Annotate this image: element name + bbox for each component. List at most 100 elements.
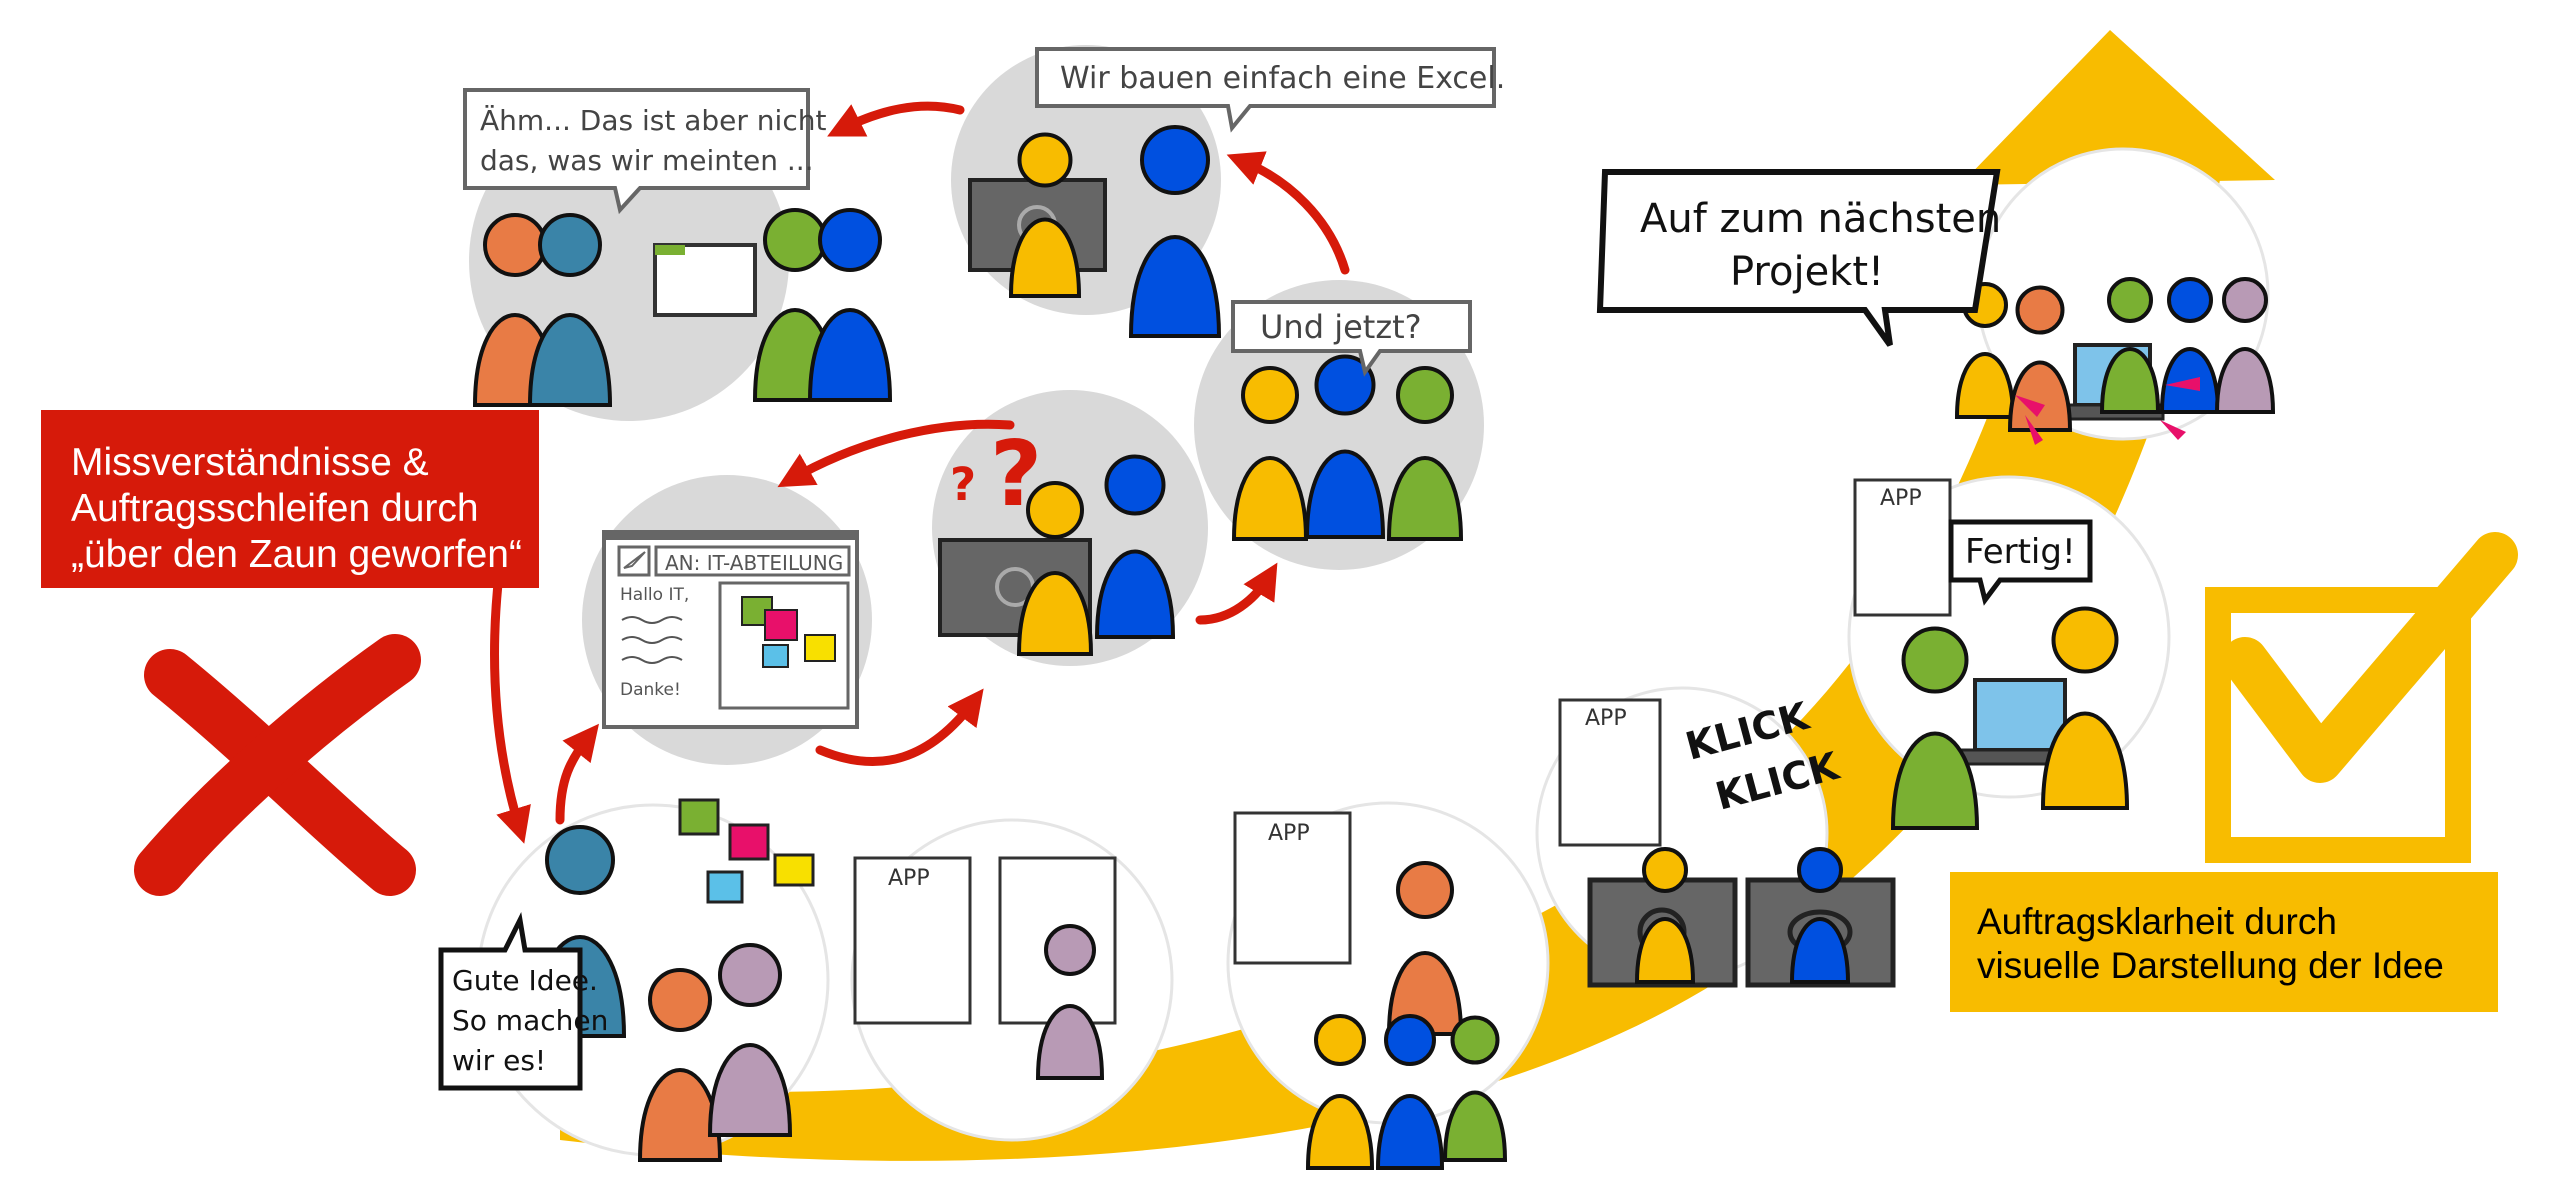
person-body	[527, 313, 613, 407]
person-head	[1140, 125, 1210, 195]
person-body	[1035, 1004, 1105, 1080]
person-figure	[707, 943, 793, 1137]
person-head	[483, 213, 547, 277]
person-body	[2040, 711, 2130, 810]
arrow-icon	[555, 723, 599, 825]
person-body	[1231, 456, 1309, 541]
person-figure	[2099, 277, 2161, 414]
person-body	[2007, 360, 2073, 432]
person-head	[1396, 366, 1454, 424]
email-window: AN: IT-ABTEILUNG Hallo IT, Danke!	[602, 530, 859, 729]
person-head	[818, 208, 882, 272]
person-figure	[1634, 847, 1696, 984]
person-body	[1008, 217, 1082, 298]
problem-caption-line: Auftragsschleifen durch	[71, 487, 479, 530]
person-figure	[807, 208, 893, 402]
celebration-marks	[2015, 377, 2200, 445]
person-body	[1128, 235, 1222, 338]
person-head	[1104, 454, 1166, 516]
person-figure	[1128, 125, 1222, 338]
person-head	[1314, 1014, 1366, 1066]
person-head	[2167, 277, 2213, 323]
person-figure	[1386, 366, 1464, 541]
bubble-next-project-line: Projekt!	[1730, 249, 1884, 295]
person-head	[538, 213, 602, 277]
person-figure	[1890, 626, 1980, 830]
bubble-und-jetzt-text: Und jetzt?	[1260, 308, 1422, 346]
arrow-icon	[777, 419, 1015, 488]
bubble-gute-idee-line: Gute Idee.	[452, 964, 598, 997]
person-head	[1450, 1015, 1500, 1065]
arrow-icon	[815, 688, 984, 767]
person-body	[1304, 449, 1386, 539]
person-body	[1375, 1094, 1445, 1170]
people	[472, 125, 2276, 1170]
app-label: APP	[1268, 821, 1310, 846]
bubble-next-project-line: Auf zum nächsten	[1640, 196, 2001, 242]
bubble-fertig: Fertig!	[1948, 519, 2093, 606]
person-head	[1642, 847, 1688, 893]
arrow-icon	[1195, 562, 1278, 625]
email-closing: Danke!	[620, 680, 681, 700]
person-head	[2222, 277, 2268, 323]
person-figure	[1442, 1015, 1508, 1162]
person-head	[545, 825, 615, 895]
person-head	[2015, 285, 2065, 335]
person-body	[1442, 1090, 1508, 1162]
person-head	[1797, 847, 1843, 893]
growth-arrow-head	[1960, 30, 2275, 185]
person-figure	[2214, 277, 2276, 414]
svg-text:?: ?	[950, 458, 976, 511]
bubble-not-meant-line: das, was wir meinten ...	[480, 144, 814, 177]
person-body	[2214, 347, 2276, 414]
laptop-icon	[653, 243, 757, 317]
person-body	[1016, 571, 1094, 656]
bubble-not-meant-line: Ähm... Das ist aber nicht	[480, 104, 826, 137]
app-label: APP	[888, 866, 930, 891]
person-head	[763, 208, 827, 272]
problem-caption: Missverständnisse & Auftragsschleifen du…	[41, 410, 539, 588]
person-figure	[1375, 1014, 1445, 1170]
app-labels: APP APP APP APP	[888, 486, 1922, 891]
solution-caption-line: Auftragsklarheit durch	[1977, 901, 2337, 942]
person-head	[1241, 366, 1299, 424]
send-icon	[623, 551, 646, 569]
person-body	[1094, 549, 1176, 639]
person-figure	[527, 213, 613, 407]
person-head	[1901, 626, 1969, 694]
bubble-excel-text: Wir bauen einfach eine Excel.	[1060, 61, 1505, 96]
person-head	[718, 943, 782, 1007]
person-figure	[1035, 924, 1105, 1080]
person-head	[2107, 277, 2153, 323]
person-body	[1789, 917, 1851, 984]
email-recipient: AN: IT-ABTEILUNG	[665, 551, 843, 575]
person-body	[2099, 347, 2161, 414]
bubble-next-project: Auf zum nächsten Projekt!	[1596, 169, 2001, 347]
person-body	[807, 308, 893, 402]
person-figure	[2007, 285, 2073, 432]
person-figure	[1304, 354, 1386, 539]
person-figure	[1386, 861, 1464, 1036]
app-label: APP	[1585, 706, 1627, 731]
person-body	[1305, 1094, 1375, 1170]
bubble-fertig-text: Fertig!	[1965, 532, 2076, 572]
bubble-gute-idee-line: wir es!	[452, 1044, 546, 1077]
person-figure	[1008, 132, 1082, 298]
bubble-und-jetzt: Und jetzt?	[1231, 300, 1472, 377]
app-mockups	[853, 478, 1952, 1025]
arrow-icon	[827, 101, 965, 137]
person-figure	[1789, 847, 1851, 984]
person-head	[1044, 924, 1096, 976]
person-body	[1890, 731, 1980, 830]
bubble-excel: Wir bauen einfach eine Excel.	[1035, 47, 1505, 133]
person-head	[2051, 606, 2119, 674]
problem-caption-line: „über den Zaun geworfen“	[71, 533, 522, 576]
sticky-notes	[678, 798, 815, 904]
person-body	[707, 1043, 793, 1137]
person-head	[1314, 354, 1376, 416]
person-head	[1017, 132, 1073, 188]
bubble-gute-idee: Gute Idee. So machen wir es!	[438, 912, 608, 1091]
bubble-gute-idee-line: So machen	[452, 1004, 608, 1037]
person-body	[1386, 456, 1464, 541]
